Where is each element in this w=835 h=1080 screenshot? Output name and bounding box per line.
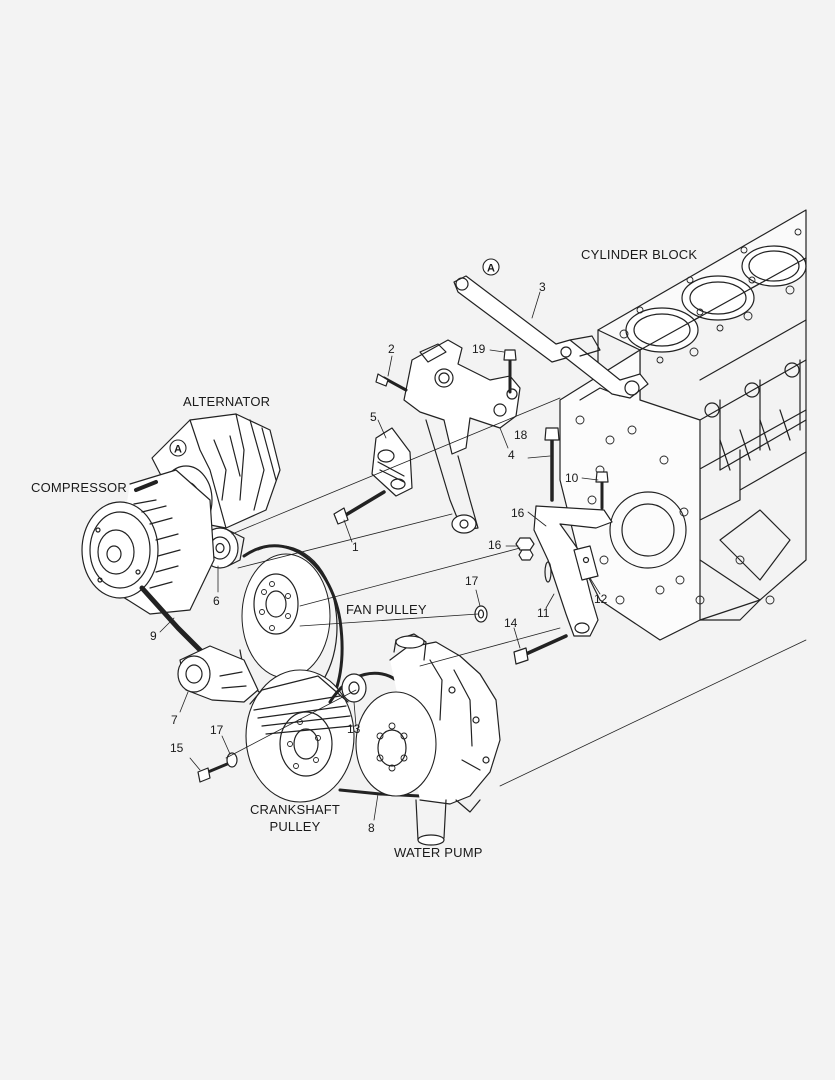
- callout-12: 12: [594, 592, 608, 606]
- label-crankshaft-line2: PULLEY: [269, 819, 321, 834]
- svg-text:A: A: [174, 444, 182, 456]
- idler-pulley-drawing: [341, 673, 367, 703]
- crankshaft-pulley-drawing: [245, 669, 422, 803]
- alignment-lines: [225, 397, 807, 787]
- callout-7: 7: [171, 713, 178, 727]
- label-water-pump: WATER PUMP: [394, 845, 483, 860]
- callout-16-lower: 16: [488, 538, 502, 552]
- tension-arm-drawing: [453, 275, 649, 399]
- callout-17-lower: 17: [210, 723, 224, 737]
- alternator-bracket-drawing: [403, 339, 521, 534]
- callout-10: 10: [565, 471, 579, 485]
- callout-5: 5: [370, 410, 377, 424]
- callout-4: 4: [508, 448, 515, 462]
- label-compressor: COMPRESSOR: [31, 480, 127, 495]
- callout-9: 9: [150, 629, 157, 643]
- label-fan-pulley: FAN PULLEY: [346, 602, 427, 617]
- tensioner-drawing: [177, 645, 259, 703]
- callout-13: 13: [347, 722, 361, 736]
- leader-lines: [159, 291, 601, 821]
- idler-bracket-drawing: [371, 427, 413, 497]
- callout-19: 19: [472, 342, 486, 356]
- callout-2: 2: [388, 342, 395, 356]
- callout-15: 15: [170, 741, 184, 755]
- label-crankshaft-line1: CRANKSHAFT: [249, 802, 341, 817]
- callout-1: 1: [352, 540, 359, 554]
- callout-6: 6: [213, 594, 220, 608]
- callout-16-upper: 16: [511, 506, 525, 520]
- water-pump-bracket-drawing: [533, 505, 613, 637]
- callout-17-upper: 17: [465, 574, 479, 588]
- callout-18: 18: [514, 428, 528, 442]
- compressor-drawing: [81, 469, 215, 615]
- callout-11: 11: [537, 606, 550, 620]
- callout-14: 14: [504, 616, 518, 630]
- bolts-drawing: [197, 349, 609, 783]
- water-pump-drawing: [355, 633, 501, 846]
- reference-marker-a-1: A: [482, 258, 500, 276]
- callout-8: 8: [368, 821, 375, 835]
- label-alternator: ALTERNATOR: [183, 394, 271, 409]
- callout-3: 3: [539, 280, 546, 294]
- svg-text:A: A: [487, 263, 495, 275]
- label-cylinder-block: CYLINDER BLOCK: [581, 247, 698, 262]
- reference-marker-a-2: A: [169, 439, 187, 457]
